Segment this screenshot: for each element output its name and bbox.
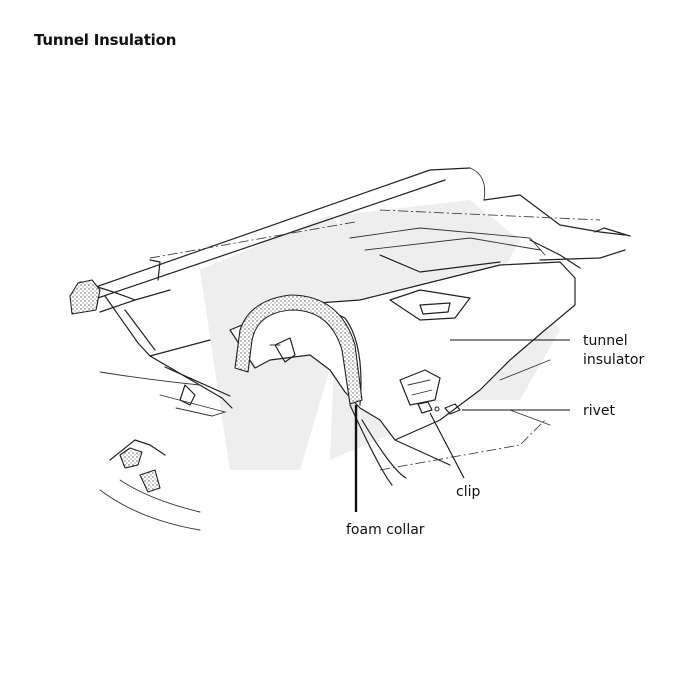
label-tunnel-insulator-line1: tunnel — [583, 333, 628, 349]
label-clip: clip — [456, 484, 480, 500]
front-foam-pad — [69, 279, 101, 315]
label-tunnel-insulator-line2: insulator — [583, 352, 644, 368]
clip-and-rivet-hardware — [417, 401, 461, 415]
label-rivet: rivet — [583, 403, 616, 419]
leader-clip — [429, 412, 465, 479]
leader-lines — [354, 339, 570, 512]
diagram-title: Tunnel Insulation — [34, 31, 177, 49]
floor-pan — [69, 167, 631, 417]
loose-bracket-parts — [99, 439, 201, 531]
foam-collar-shape — [234, 294, 363, 405]
label-foam-collar: foam collar — [346, 522, 425, 538]
